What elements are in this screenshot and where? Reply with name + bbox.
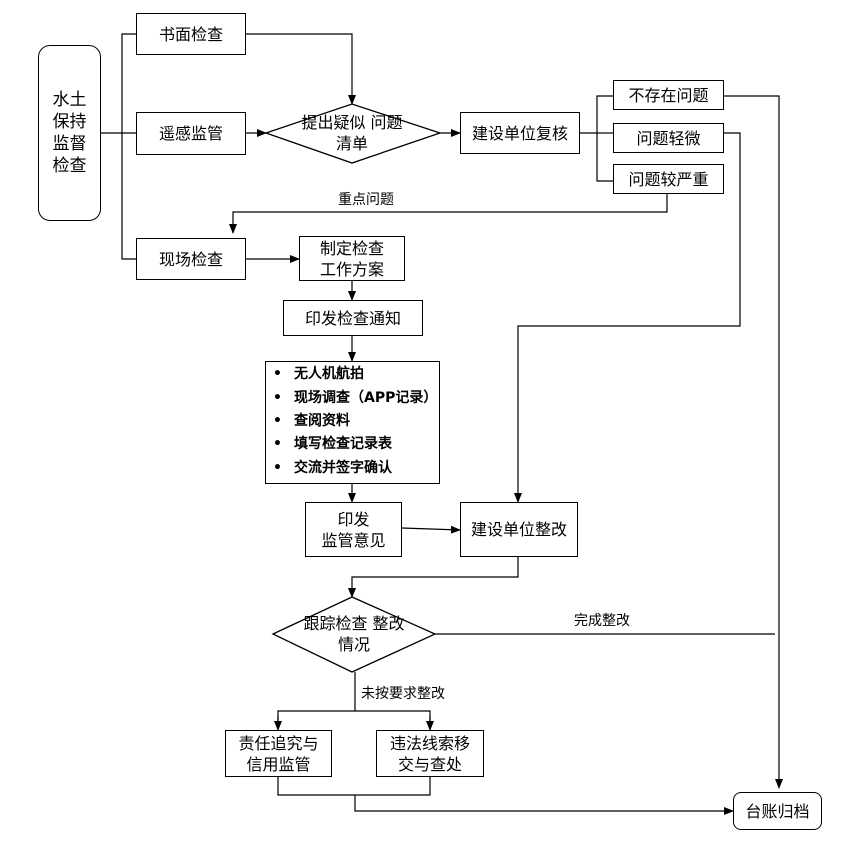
unit-review-node: 建设单位复核 xyxy=(460,112,580,154)
node-line: 整改情况 xyxy=(337,614,405,654)
track-diamond xyxy=(271,596,437,673)
bullet-marker: • xyxy=(273,460,282,476)
issue-notice-node: 印发检查通知 xyxy=(283,300,423,336)
node-label: 问题轻微 xyxy=(636,128,701,148)
archive-node: 台账归档 xyxy=(733,792,822,830)
node-label: 建设单位整改 xyxy=(470,520,567,539)
bullet-marker: • xyxy=(273,366,282,382)
remote-sensing-node: 遥感监管 xyxy=(136,112,246,155)
transfer-node: 违法线索移 交与查处 xyxy=(376,730,484,777)
node-line: 提出疑似 xyxy=(301,113,366,132)
node-label: 不存在问题 xyxy=(628,85,709,105)
node-label: 现场检查 xyxy=(158,249,223,269)
node-line: 印发 xyxy=(337,509,370,529)
list-item-label: 现场调查（APP记录） xyxy=(294,390,438,406)
list-item: • 查阅资料 xyxy=(266,411,439,431)
water-soil-supervision-node: 水土 保持 监督 检查 xyxy=(38,45,101,221)
node-label: 台账归档 xyxy=(745,801,810,821)
done-label: 完成整改 xyxy=(574,613,630,629)
node-line: 信用监管 xyxy=(246,754,311,774)
node-line: 保持 xyxy=(52,112,87,132)
list-item: • 无人机航拍 xyxy=(266,364,439,384)
bullet-marker: • xyxy=(273,413,282,429)
node-line: 工作方案 xyxy=(319,259,384,279)
written-check-node: 书面检查 xyxy=(136,13,246,55)
list-item: • 现场调查（APP记录） xyxy=(266,388,439,408)
node-line: 违法线索移 xyxy=(389,733,470,753)
list-item: • 交流并签字确认 xyxy=(266,458,439,478)
bullet-marker: • xyxy=(273,436,282,452)
list-item-label: 无人机航拍 xyxy=(294,366,364,382)
node-label: 印发检查通知 xyxy=(304,308,401,328)
no-problem-node: 不存在问题 xyxy=(613,80,724,110)
node-label: 问题较严重 xyxy=(628,169,709,189)
propose-list-diamond xyxy=(263,103,443,164)
issue-opinion-node: 印发 监管意见 xyxy=(305,502,402,557)
track-text: 跟踪检查 整改情况 xyxy=(302,613,406,655)
node-line: 跟踪检查 xyxy=(303,614,368,633)
node-label: 建设单位复核 xyxy=(471,123,568,143)
list-item: • 填写检查记录表 xyxy=(266,434,439,454)
list-item-label: 交流并签字确认 xyxy=(294,460,392,476)
node-line: 制定检查 xyxy=(319,238,384,258)
propose-list-text: 提出疑似 问题清单 xyxy=(300,112,404,154)
not-done-label: 未按要求整改 xyxy=(361,686,445,702)
serious-problem-node: 问题较严重 xyxy=(613,164,724,194)
node-line: 水土 xyxy=(52,90,87,110)
minor-problem-node: 问题轻微 xyxy=(613,123,724,153)
node-line: 交与查处 xyxy=(397,754,462,774)
list-item-label: 查阅资料 xyxy=(294,413,350,429)
node-label: 遥感监管 xyxy=(158,124,223,143)
node-line: 检查 xyxy=(52,156,87,176)
unit-rectify-node: 建设单位整改 xyxy=(460,502,578,557)
node-line: 监督 xyxy=(52,134,87,154)
node-line: 问题清单 xyxy=(335,113,403,153)
key-problem-label: 重点问题 xyxy=(338,192,394,208)
field-check-node: 现场检查 xyxy=(136,238,246,280)
bullet-marker: • xyxy=(273,390,282,406)
list-item-label: 填写检查记录表 xyxy=(294,436,392,452)
make-plan-node: 制定检查 工作方案 xyxy=(299,236,405,281)
node-line: 责任追究与 xyxy=(238,733,319,753)
check-items-list: • 无人机航拍 • 现场调查（APP记录） • 查阅资料 • 填写检查记录表 •… xyxy=(265,361,440,484)
node-label: 书面检查 xyxy=(158,24,223,44)
node-line: 监管意见 xyxy=(321,530,386,550)
accountability-node: 责任追究与 信用监管 xyxy=(225,730,332,777)
